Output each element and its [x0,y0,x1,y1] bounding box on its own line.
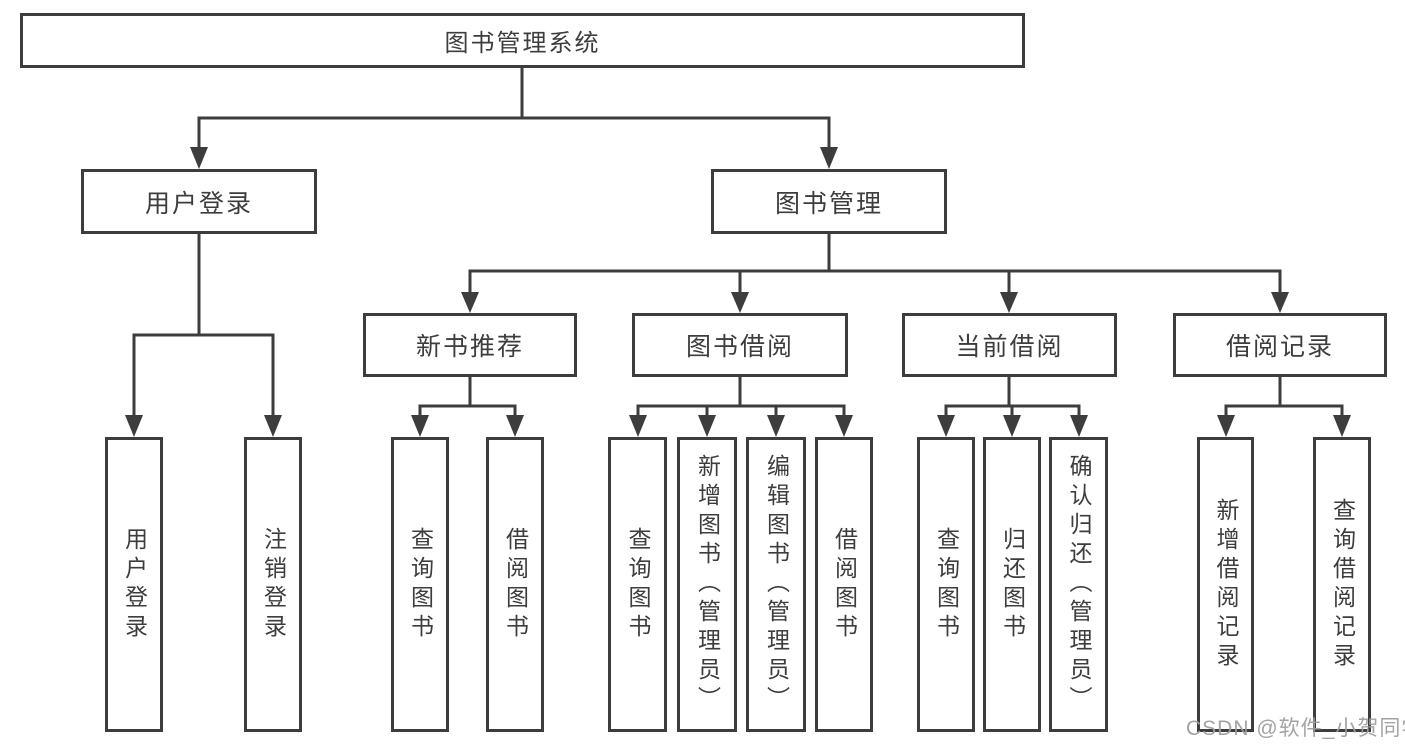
leaf-label: 借阅图书 [502,526,529,643]
leaf-label: 新增图书（管理员） [694,454,721,715]
node-leaf-add-book-admin: 新增图书（管理员） [677,437,737,732]
csdn-watermark: CSDN @软件_小贺同学 [1186,717,1405,740]
node-leaf-edit-book-admin: 编辑图书（管理员） [746,437,806,732]
arrowhead-icon [698,415,716,437]
leaf-label: 确认归还（管理员） [1066,454,1092,715]
arrowhead-icon [1217,415,1235,437]
node-leaf-user-login: 用户登录 [105,437,163,732]
leaf-label: 查询借阅记录 [1329,497,1356,672]
node-leaf-query-book-1: 查询图书 [391,437,449,732]
arrowhead-icon [1003,415,1021,437]
arrowhead-icon [937,415,955,437]
leaf-label: 查询图书 [933,526,960,643]
leaf-label: 借阅图书 [831,526,858,643]
arrowhead-icon [1271,292,1289,313]
arrowhead-icon [835,415,853,437]
node-leaf-query-book-2: 查询图书 [608,437,667,732]
leaf-label: 编辑图书（管理员） [763,454,790,715]
arrowhead-icon [820,147,838,169]
arrowhead-icon [411,415,429,437]
arrowhead-icon [125,415,143,437]
edge-root-to-level2 [190,68,838,169]
node-leaf-logout: 注销登录 [244,437,302,732]
node-borrow-record: 借阅记录 [1173,313,1387,377]
edge-userlogin-to-children [125,234,282,437]
arrowhead-icon [629,415,647,437]
arrowhead-icon [506,415,524,437]
arrowhead-icon [731,292,749,313]
leaf-label: 用户登录 [121,526,148,643]
leaf-label: 新增借阅记录 [1213,497,1239,672]
arrowhead-icon [1070,415,1088,437]
node-book-borrow: 图书借阅 [632,313,848,377]
arrowhead-icon [1000,292,1018,313]
edge-currentborrow-to-children [937,377,1088,437]
node-current-borrow: 当前借阅 [902,313,1117,377]
edge-newbook-to-children [411,377,524,437]
arrowhead-icon [767,415,785,437]
edge-borrowrecord-to-children [1217,377,1351,437]
leaf-label: 注销登录 [260,526,287,643]
edge-bookmgmt-to-level3 [461,234,1289,313]
node-leaf-borrow-book-2: 借阅图书 [815,437,873,732]
node-leaf-confirm-return-admin: 确认归还（管理员） [1049,437,1108,732]
node-leaf-return-book: 归还图书 [983,437,1041,732]
node-leaf-query-borrow-record: 查询借阅记录 [1313,437,1371,732]
arrowhead-icon [1333,415,1351,437]
node-leaf-borrow-book-1: 借阅图书 [486,437,544,732]
edge-bookborrow-to-children [629,377,853,437]
arrowhead-icon [461,292,479,313]
leaf-label: 归还图书 [999,526,1026,643]
node-root-system: 图书管理系统 [20,13,1025,68]
leaf-label: 查询图书 [625,526,651,643]
node-book-management: 图书管理 [711,169,947,234]
node-leaf-query-book-3: 查询图书 [917,437,975,732]
node-new-book-recommend: 新书推荐 [363,313,577,377]
arrowhead-icon [264,415,282,437]
arrowhead-icon [190,147,208,169]
node-user-login: 用户登录 [81,169,317,234]
leaf-label: 查询图书 [407,526,434,643]
node-leaf-add-borrow-record: 新增借阅记录 [1197,437,1254,732]
